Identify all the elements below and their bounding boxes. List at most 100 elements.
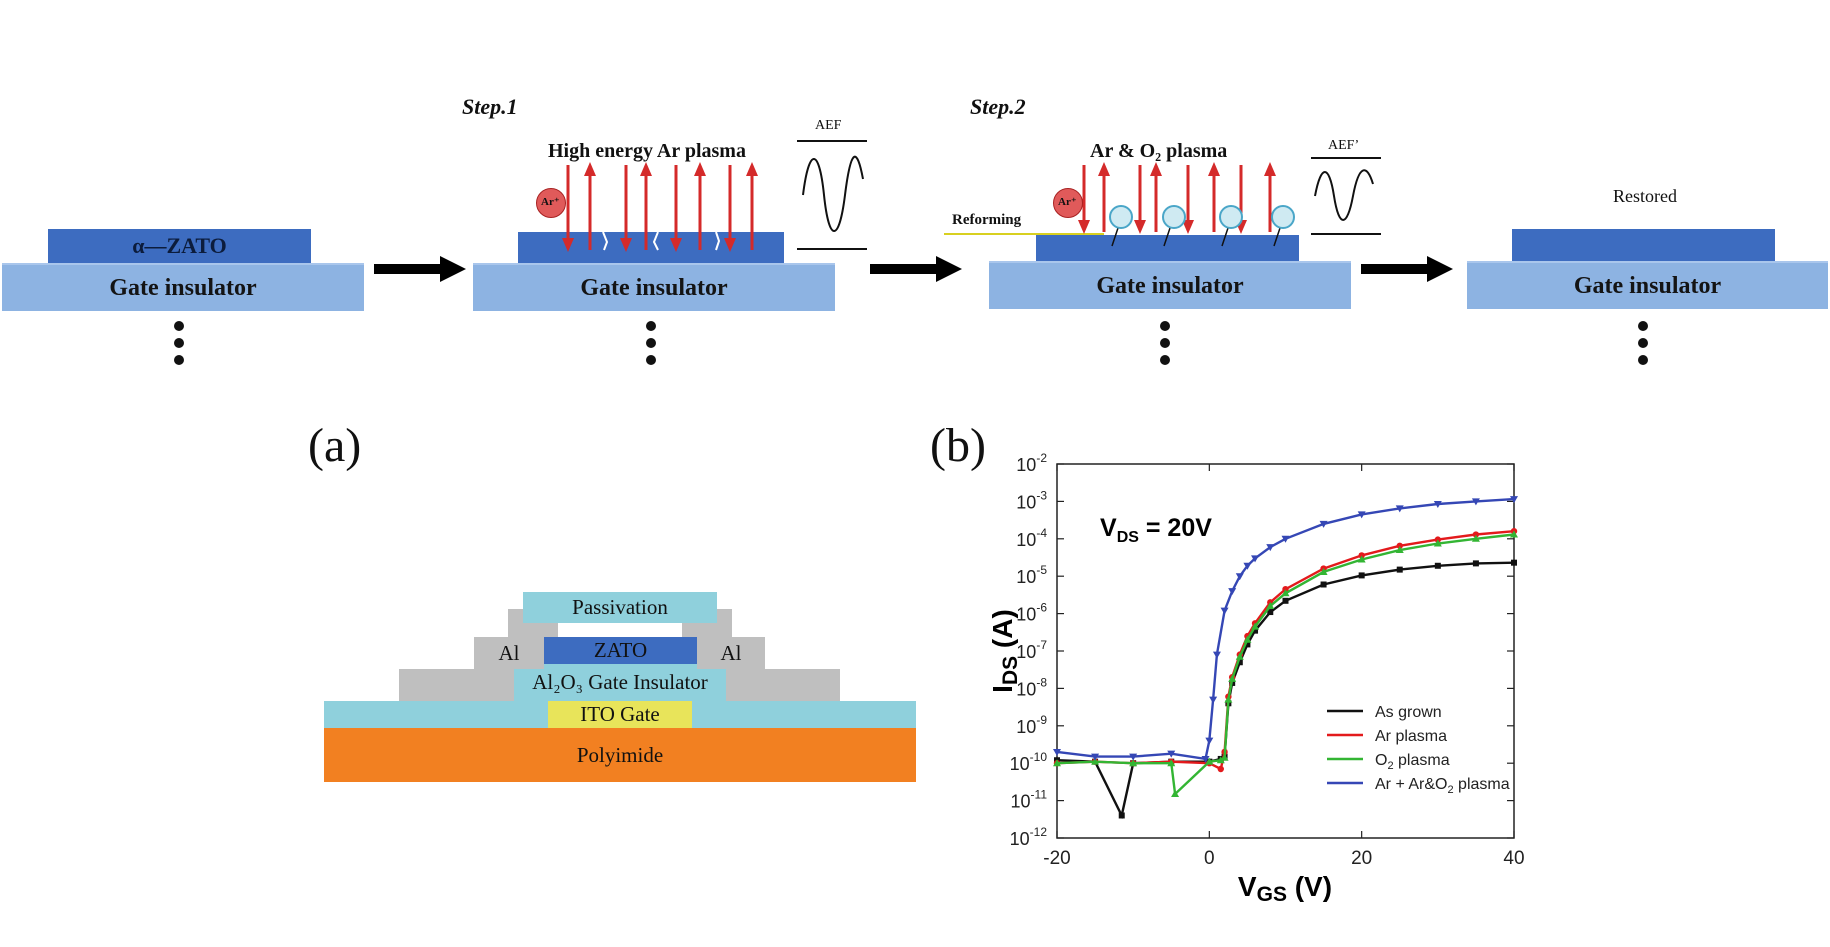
alpha-zato-layer: α—ZATO [48, 229, 311, 263]
data-point [1282, 597, 1289, 604]
data-point [1091, 753, 1100, 761]
al-source-base [399, 669, 514, 701]
polyimide-label: Polyimide [576, 742, 664, 767]
gate-insulator-label: Gate insulator [1096, 272, 1244, 299]
al-drain-label: Al [720, 640, 742, 665]
high-energy-plasma-label: High energy Ar plasma [548, 140, 746, 162]
data-point [1244, 641, 1251, 648]
passivation-layer: Passivation [523, 592, 717, 623]
y-tick-label: 10-5 [1016, 563, 1047, 587]
data-point [1266, 544, 1275, 552]
data-point [1053, 748, 1061, 756]
data-point [1511, 559, 1517, 566]
flow-arrow-icon [1361, 256, 1453, 282]
y-tick-label: 10-8 [1016, 675, 1047, 699]
data-point [1243, 562, 1252, 570]
al-drain-contact: Al [697, 637, 765, 669]
flow-arrow-icon [374, 256, 466, 282]
data-point [1053, 759, 1061, 767]
y-tick-label: 10-10 [1010, 750, 1048, 774]
oxygen-atom-icon [1162, 205, 1186, 229]
data-point [1228, 674, 1237, 682]
x-axis-label: VGS (V) [1238, 871, 1332, 906]
restored-label: Restored [1613, 186, 1677, 206]
y-tick-label: 10-7 [1016, 638, 1047, 662]
vds-annotation: VDS = 20V [1100, 514, 1212, 546]
continuation-dots-icon [646, 321, 656, 372]
aef-prime-waveform-icon [1311, 157, 1381, 235]
damaged-channel-layer [518, 232, 784, 263]
data-point [1220, 607, 1229, 615]
data-point [1395, 546, 1404, 554]
step-1-label: Step.1 [462, 94, 518, 119]
ito-gate-label: ITO Gate [580, 702, 660, 726]
polyimide-substrate: Polyimide [324, 728, 916, 782]
al-drain-base [724, 669, 840, 701]
data-point [1319, 520, 1328, 528]
data-point [1209, 696, 1218, 704]
data-point [1282, 585, 1289, 593]
data-point [1471, 534, 1480, 542]
data-point [1129, 759, 1138, 767]
legend-entry: O2 plasma [1375, 752, 1450, 772]
ar-bombardment-arrows-icon [562, 162, 758, 252]
data-point [1396, 566, 1403, 573]
data-point [1205, 757, 1214, 765]
data-point [1251, 555, 1260, 563]
gate-insulator-label: Gate insulator [580, 274, 728, 301]
gate-insulator-4: Gate insulator [1467, 261, 1828, 309]
ar-o2-plasma-label: Ar & O₂ plasma [1090, 140, 1228, 162]
al-source-label: Al [498, 640, 520, 665]
y-tick-label: 10-6 [1016, 601, 1047, 625]
data-point [1243, 635, 1252, 643]
data-point [1167, 759, 1176, 767]
data-point [1216, 756, 1225, 764]
aef-label: AEF [815, 118, 842, 133]
gate-insulator-label: Gate insulator [109, 274, 257, 301]
restored-channel-layer [1512, 229, 1775, 261]
ar-o2-arrows-icon [1078, 162, 1281, 247]
ar-ion-icon [1053, 188, 1083, 218]
data-point [1228, 588, 1237, 596]
al-source-contact: Al [474, 637, 544, 669]
data-point [1510, 530, 1518, 538]
y-tick-label: 10-4 [1016, 526, 1047, 550]
x-tick-label: 40 [1503, 848, 1524, 869]
continuation-dots-icon [1160, 321, 1170, 372]
y-tick-label: 10-9 [1016, 713, 1047, 737]
data-point [1212, 651, 1221, 659]
panel-a-label: (a) [308, 419, 362, 472]
gate-insulator-3: Gate insulator [989, 261, 1351, 309]
ar-ion-label: Ar⁺ [541, 196, 560, 208]
step-2-label: Step.2 [970, 94, 1026, 119]
data-point [1224, 695, 1233, 703]
ar-ion-icon [536, 188, 566, 218]
x-tick-label: -20 [1043, 848, 1070, 869]
flow-arrow-icon [870, 256, 962, 282]
data-point [1357, 555, 1366, 563]
data-point [1220, 753, 1229, 761]
data-point [1266, 601, 1275, 609]
al2o3-insulator: Al₂O₃ Gate Insulator [514, 664, 726, 701]
y-tick-label: 10-12 [1010, 825, 1048, 849]
oxygen-atom-icon [1109, 205, 1133, 229]
legend-entry: Ar plasma [1375, 728, 1447, 745]
data-point [1235, 573, 1244, 581]
data-point [1471, 498, 1480, 506]
data-point [1281, 535, 1290, 543]
x-tick-label: 0 [1204, 848, 1215, 869]
data-point [1091, 757, 1100, 765]
alpha-zato-label: α—ZATO [132, 233, 227, 258]
data-point [1252, 627, 1259, 634]
data-point [1358, 572, 1365, 579]
panel-b-label: (b) [930, 419, 986, 472]
y-tick-label: 10-11 [1011, 788, 1048, 812]
continuation-dots-icon [1638, 321, 1648, 372]
aef-prime-label: AEF’ [1328, 138, 1360, 153]
data-point [1357, 511, 1366, 519]
data-point [1320, 581, 1327, 588]
data-point [1472, 531, 1480, 538]
data-point [1201, 755, 1210, 763]
legend-entry: Ar + Ar&O2 plasma [1375, 776, 1510, 796]
data-point [1217, 765, 1224, 773]
